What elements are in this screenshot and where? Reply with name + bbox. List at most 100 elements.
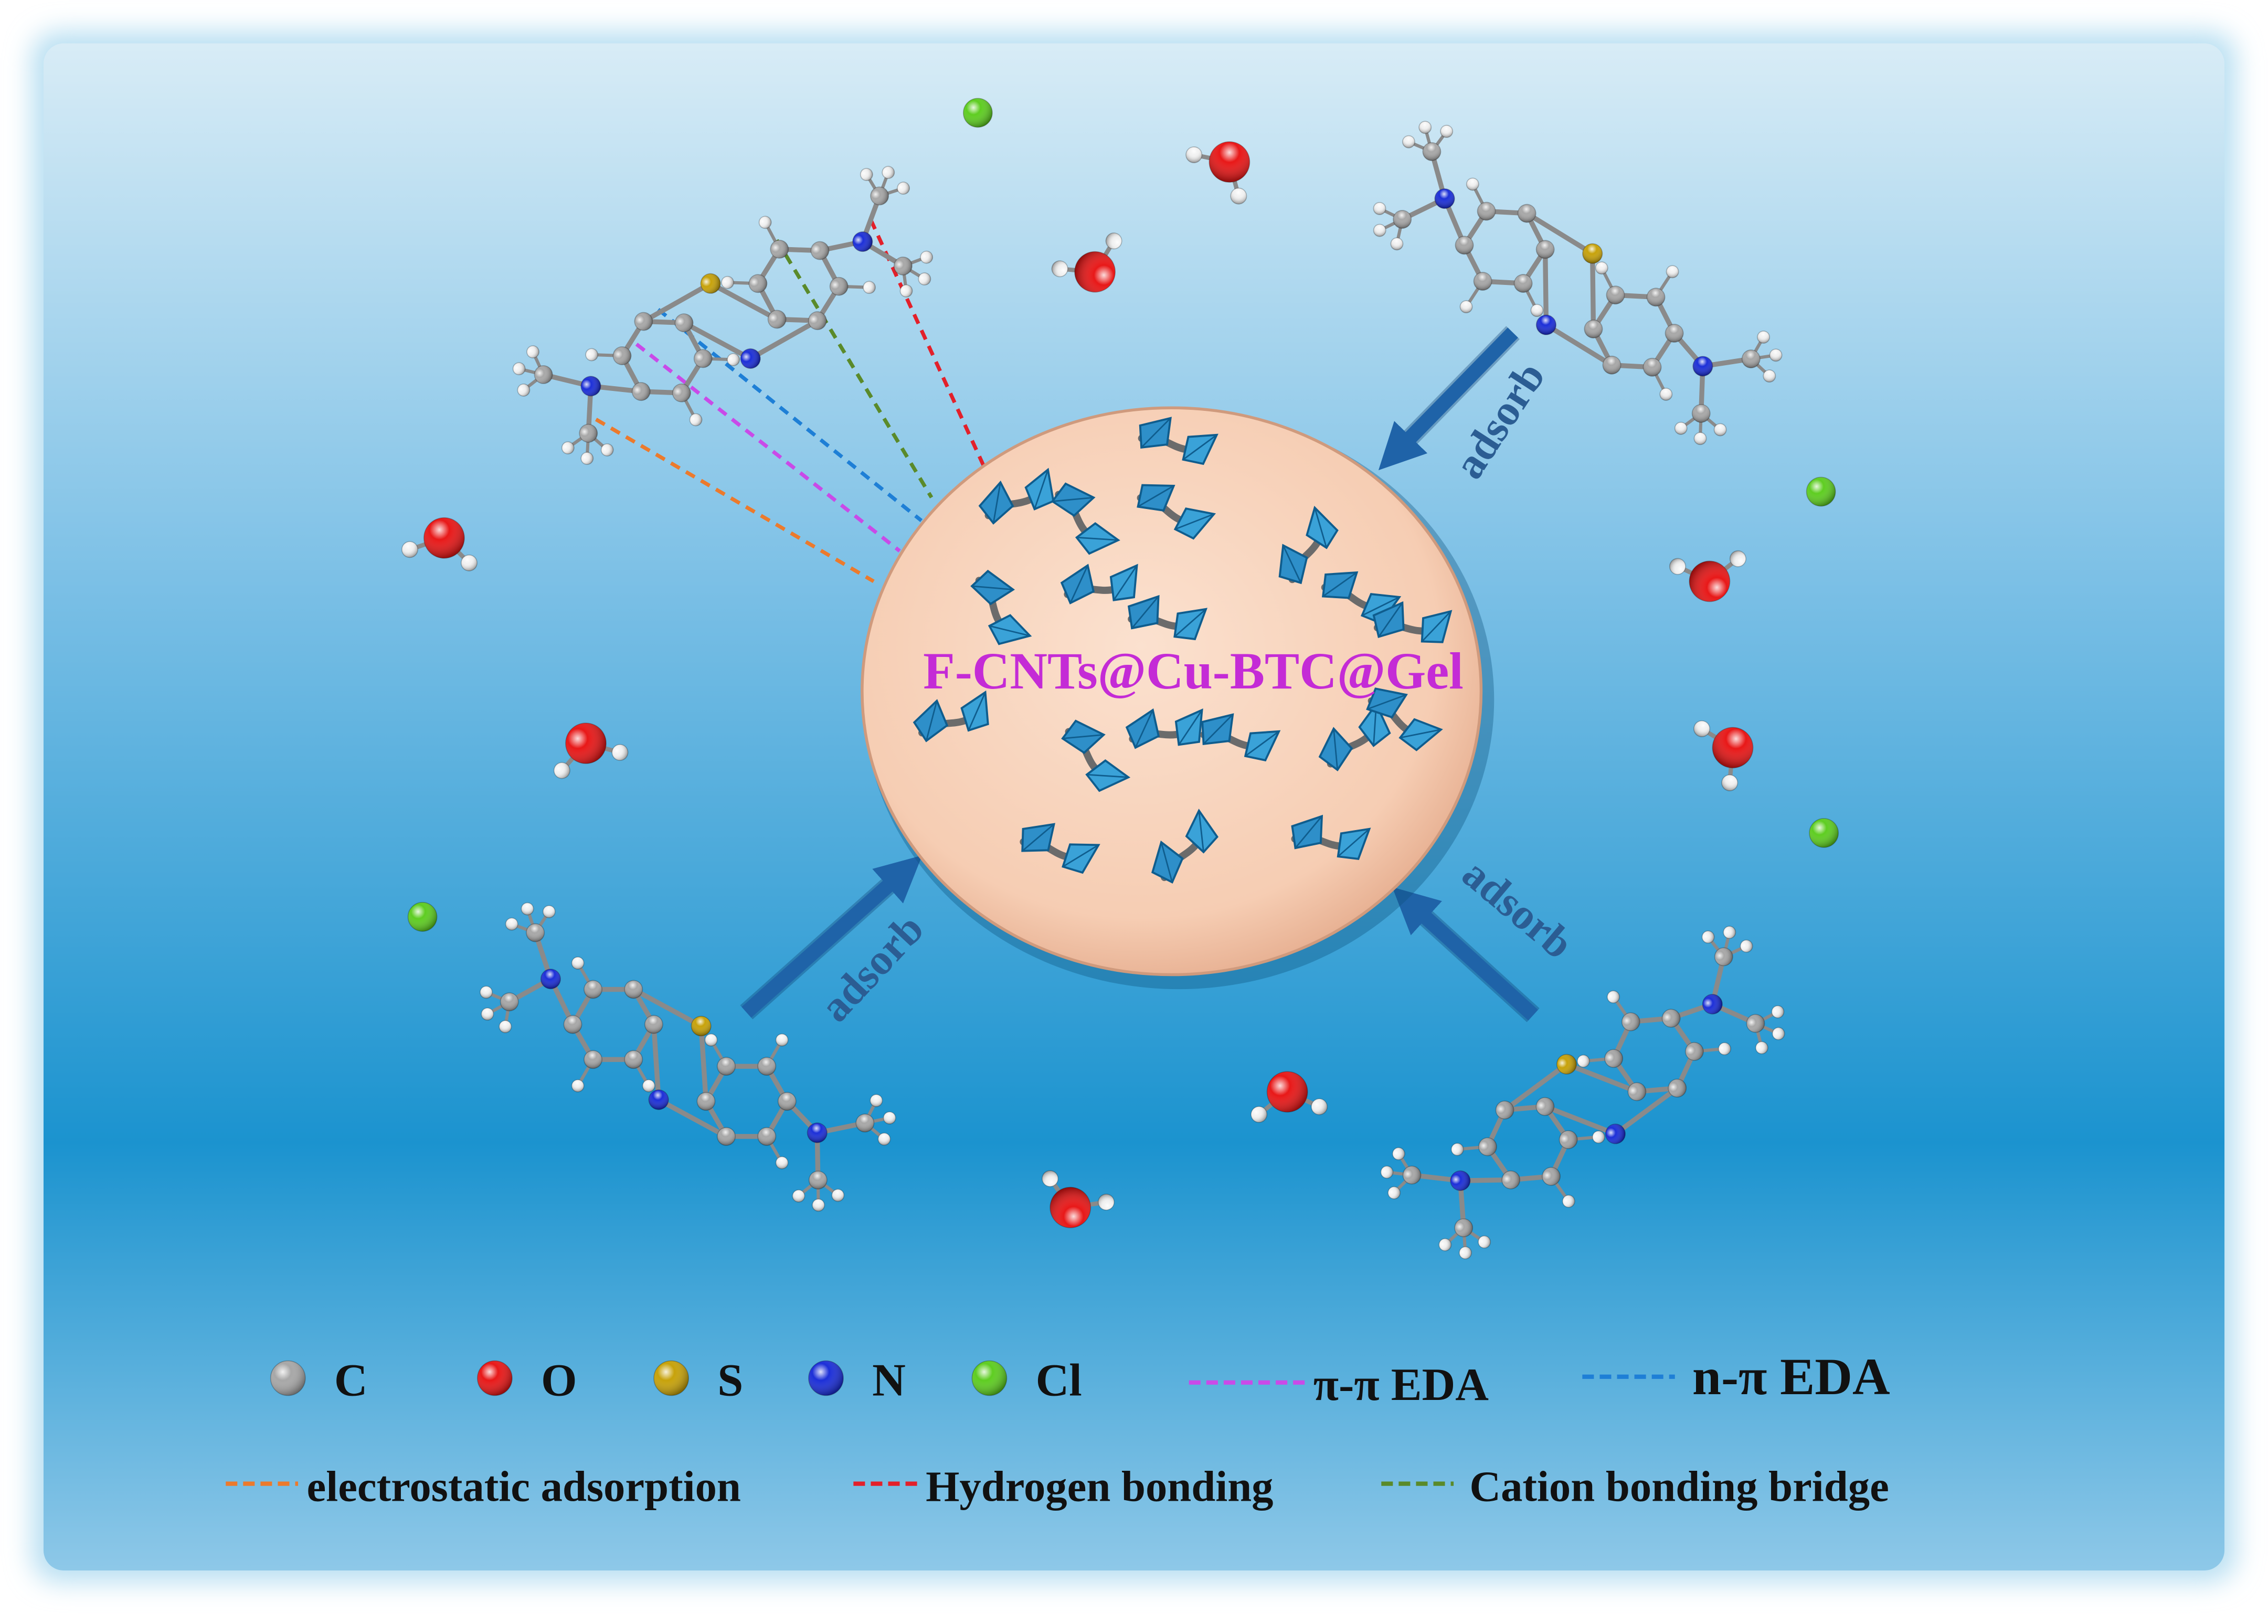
bond — [651, 1022, 661, 1102]
hydrogen-atom — [1771, 1005, 1785, 1018]
hydrogen-atom — [517, 383, 531, 397]
hydrogen-atom — [1459, 1246, 1472, 1260]
mof-crystal — [1200, 713, 1281, 762]
legend-atom-label: C — [334, 1355, 368, 1406]
legend-interaction-label: n-π EDA — [1692, 1349, 1890, 1406]
nitrogen-atom — [1450, 1170, 1471, 1191]
nitrogen-atom — [648, 1089, 669, 1110]
hydrogen-atom — [571, 1079, 585, 1092]
hydrogen-atom — [1757, 331, 1770, 344]
carbon-atom — [1684, 1042, 1704, 1061]
water-molecule — [401, 517, 478, 571]
water-molecule — [1693, 720, 1754, 791]
carbon-atom — [829, 277, 849, 296]
carbon-atom — [1714, 947, 1733, 967]
hydrogen-atom — [775, 1156, 789, 1170]
carbon-atom — [634, 312, 653, 331]
interaction-line — [595, 418, 875, 583]
hydrogen-atom — [882, 166, 895, 179]
hydrogen-atom — [1669, 558, 1686, 575]
hydrogen-atom — [877, 1132, 891, 1146]
hydrogen-atom — [580, 452, 594, 465]
interaction-line — [657, 307, 923, 522]
carbon-atom — [770, 239, 789, 259]
nitrogen-atom — [852, 231, 873, 252]
hydrogen-atom — [1440, 124, 1454, 138]
carbon-atom — [696, 1092, 716, 1111]
hydrogen-atom — [521, 902, 534, 916]
chloride-ion — [962, 98, 993, 128]
oxygen-atom — [1266, 1071, 1308, 1113]
carbon-atom — [808, 311, 827, 331]
hydrogen-atom — [1530, 304, 1544, 317]
bond — [681, 320, 753, 362]
mof-crystal — [1278, 505, 1339, 585]
hydrogen-atom — [1185, 146, 1203, 164]
hydrogen-atom — [600, 443, 614, 457]
bond — [748, 318, 820, 362]
carbon-atom — [584, 1050, 602, 1069]
adsorb-arrow — [1378, 327, 1518, 471]
hydrogen-atom — [1459, 300, 1473, 314]
bond — [1590, 251, 1596, 332]
carbon-atom — [1665, 324, 1684, 343]
legend-atom-cl — [971, 1360, 1008, 1396]
bond — [656, 1097, 729, 1139]
hydrogen-atom — [758, 216, 772, 229]
hydrogen-atom — [585, 348, 599, 362]
sulfur-atom — [700, 273, 721, 294]
hydrogen-atom — [1392, 1147, 1405, 1161]
carbon-atom — [757, 1127, 777, 1146]
carbon-atom — [1746, 1014, 1765, 1033]
carbon-atom — [1402, 1165, 1422, 1185]
mof-crystal — [1060, 564, 1138, 604]
carbon-atom — [1473, 272, 1492, 291]
oxygen-atom — [423, 517, 465, 559]
hydrogen-atom — [775, 1033, 789, 1047]
legend-atom-label: O — [541, 1355, 577, 1406]
carbon-atom — [674, 313, 694, 333]
carbon-atom — [1477, 201, 1496, 221]
adsorb-arrow — [1392, 887, 1538, 1021]
oxygen-atom — [565, 723, 607, 765]
hydrogen-atom — [553, 762, 570, 779]
bond — [1543, 322, 1615, 368]
water-and-chloride — [401, 98, 1839, 1228]
hydrogen-atom — [499, 1020, 512, 1033]
carbon-atom — [1517, 204, 1536, 223]
hydrogen-atom — [689, 413, 703, 427]
water-molecule — [1051, 232, 1122, 293]
carbon-atom — [1501, 1170, 1521, 1190]
carbon-atom — [672, 383, 691, 402]
carbon-atom — [1535, 240, 1555, 259]
adsorbent-disc — [861, 406, 1483, 976]
mof-crystal — [1151, 809, 1219, 884]
carbon-atom — [1627, 1082, 1647, 1101]
hydrogen-atom — [1769, 348, 1783, 362]
nitrogen-atom — [580, 376, 601, 397]
carbon-atom — [1691, 404, 1711, 423]
mof-crystal — [1321, 571, 1402, 625]
chloride-ion — [1809, 818, 1839, 848]
carbon-atom — [1668, 1078, 1687, 1098]
hydrogen-atom — [860, 168, 873, 181]
carbon-atom — [693, 349, 713, 368]
hydrogen-atom — [561, 441, 575, 454]
carbon-atom — [500, 992, 519, 1012]
carbon-atom — [1621, 1012, 1640, 1032]
mof-crystal — [1138, 417, 1218, 465]
mof-crystal — [1291, 814, 1371, 861]
molecule-bottom-left — [480, 902, 896, 1212]
hydrogen-atom — [1311, 1098, 1328, 1116]
bond — [1502, 1062, 1570, 1113]
hydrogen-atom — [1666, 265, 1679, 279]
nitrogen-atom — [1535, 314, 1556, 335]
hydrogen-atom — [1592, 1130, 1605, 1144]
water-molecule — [1250, 1071, 1328, 1123]
mof-crystal — [1127, 595, 1208, 641]
carbon-atom — [1393, 210, 1412, 229]
carbon-atom — [1422, 142, 1442, 161]
hydrogen-atom — [1595, 261, 1608, 275]
